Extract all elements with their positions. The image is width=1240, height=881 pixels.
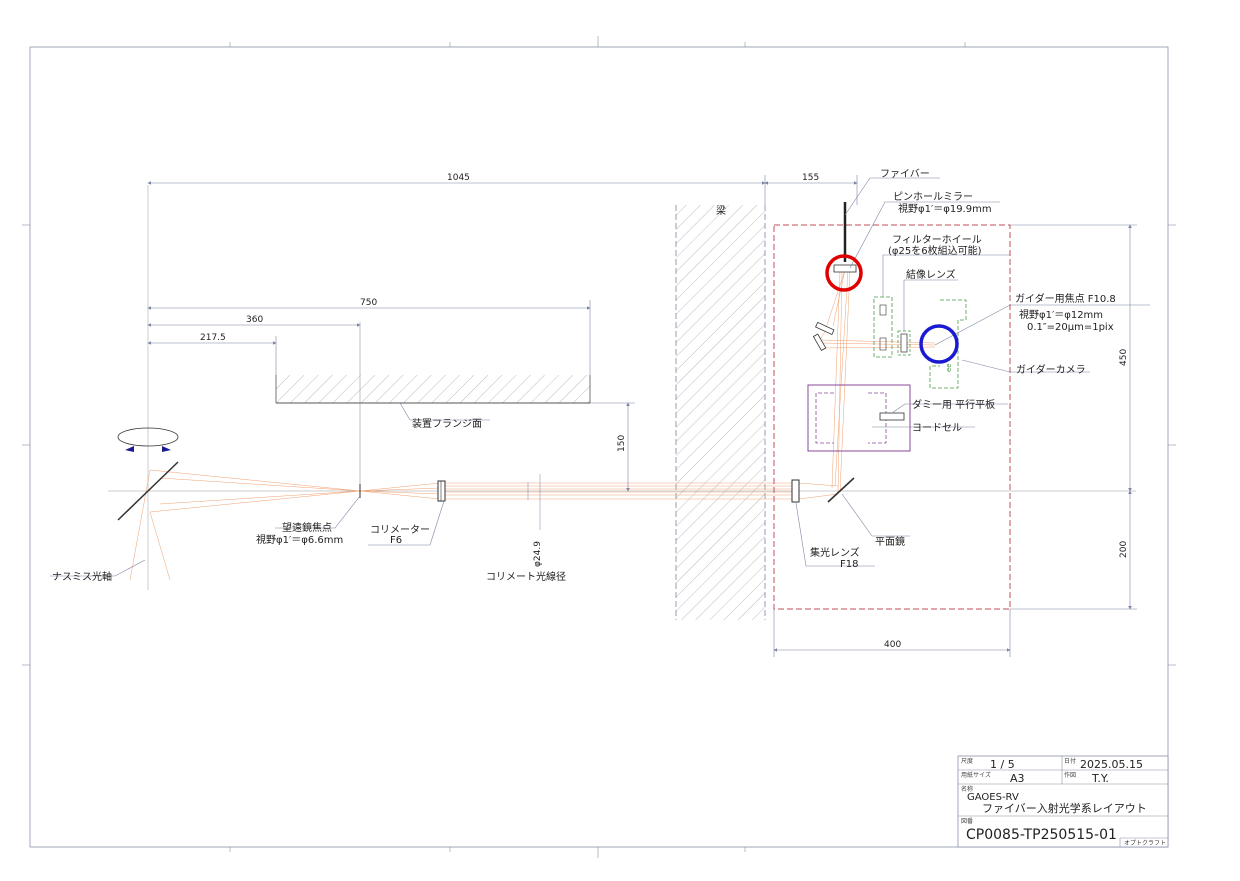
beam-hatch [676,205,765,620]
condenser-lens [791,479,800,503]
scale-caption: 尺度 [961,757,973,765]
dummy-plate-label: ダミー用 平行平板 [912,398,995,411]
flat-mirror-leader [841,493,910,537]
pinhole-highlight-circle [825,254,863,292]
guider-focus-leader [934,304,1150,346]
iodine-cell-label: ヨードセル [912,422,962,434]
fold-mirror-1 [815,321,835,336]
dim-155: 155 [802,173,819,183]
pinhole-mirror [833,264,857,273]
dim-1045: 1045 [447,173,470,183]
filter-wheel [873,296,893,358]
collimator-label: コリメーター [370,524,430,536]
light-rays [129,269,936,581]
filter-wheel-note: (φ25を6枚組込可能) [888,244,982,257]
dummy-flat-plate [879,412,905,421]
fiber-leader [844,177,940,216]
fiber-label: ファイバー [880,168,930,180]
collimated-beam-label: コリメート光線径 [486,570,566,583]
collimator-leader [368,500,445,546]
rotation-arrow [117,427,179,447]
dim-217-5: 217.5 [200,333,226,343]
fold-mirror-2 [812,333,827,351]
condenser-label: 集光レンズ [810,546,860,559]
imaging-lens-label: 結像レンズ [906,268,956,281]
iodine-cell-box [807,384,911,452]
drawn-value: T.Y. [1091,772,1109,785]
name-caption: 名称 [961,785,973,793]
pinhole-label: ピンホールミラー [893,191,973,203]
condenser-leader [795,502,875,567]
dim-150: 150 [617,435,627,452]
name-line-2: ファイバー入射光学系レイアウト [982,801,1147,815]
guider-camera [929,299,967,389]
fiber-unit-enclosure [773,224,1011,610]
paper-caption: 用紙サイズ [961,771,991,779]
telescope-focus-label: 望遠鏡焦点 [282,521,332,534]
collimator-lens [437,480,446,502]
dummy-plate-leader [891,403,1008,414]
telescope-fov-label: 視野φ1′＝φ6.6mm [256,533,343,546]
number-caption: 図番 [961,818,973,825]
drawn-caption: 作図 [1064,771,1076,779]
filter-wheel-leader [882,254,1010,297]
date-value: 2025.05.15 [1080,758,1143,771]
dim-360: 360 [246,315,263,325]
flange-hatch [276,375,590,403]
dim-phi-24-9: φ24.9 [533,541,543,567]
pinhole-fov-label: 視野φ1′＝φ19.9mm [898,202,992,215]
guider-scale-label: 0.1″=20μm=1pix [1027,322,1114,333]
dim-450: 450 [1119,349,1129,366]
imaging-lens-leader [903,279,958,331]
pinhole-leader [849,201,1000,269]
guider-fov-label: 視野φ1′＝φ12mm [1019,308,1103,321]
dimension-lines [147,175,1137,657]
flat-mirror [827,477,855,503]
camera-mark: ee [945,363,953,372]
company-name: オプトクラフト [1124,840,1166,847]
beam-label: 梁 [716,204,726,217]
guider-camera-leader [961,359,1090,373]
sheet-border [29,46,1169,848]
flange-leader [399,402,490,421]
dim-200: 200 [1119,541,1129,558]
tertiary-mirror [117,461,179,521]
condenser-f-label: F18 [840,559,858,570]
name-line-1: GAOES-RV [967,792,1019,803]
collimator-f-label: F6 [390,535,402,546]
dim-750: 750 [360,298,377,308]
frame-ticks [22,36,1176,858]
scale-value: 1 / 5 [990,758,1015,771]
flat-mirror-label: 平面鏡 [875,535,905,548]
flange-label: 装置フランジ面 [412,417,482,430]
drawing-number: CP0085-TP250515-01 [966,827,1117,843]
telescope-focus-leader [275,495,361,529]
nasmyth-axis-label: ナスミス光軸 [52,570,112,583]
date-caption: 日付 [1064,757,1076,765]
paper-value: A3 [1010,772,1025,785]
title-block: 尺度 1 / 5 日付 2025.05.15 用紙サイズ A3 作図 T.Y. … [957,755,1169,848]
nasmyth-leader [50,559,146,577]
filter-wheel-label: フィルターホイール [892,234,982,246]
guider-focus-label: ガイダー用焦点 F10.8 [1015,292,1116,305]
guider-focus-highlight-circle [919,324,959,364]
dim-400: 400 [884,640,901,650]
guider-camera-label: ガイダーカメラ [1016,363,1086,376]
